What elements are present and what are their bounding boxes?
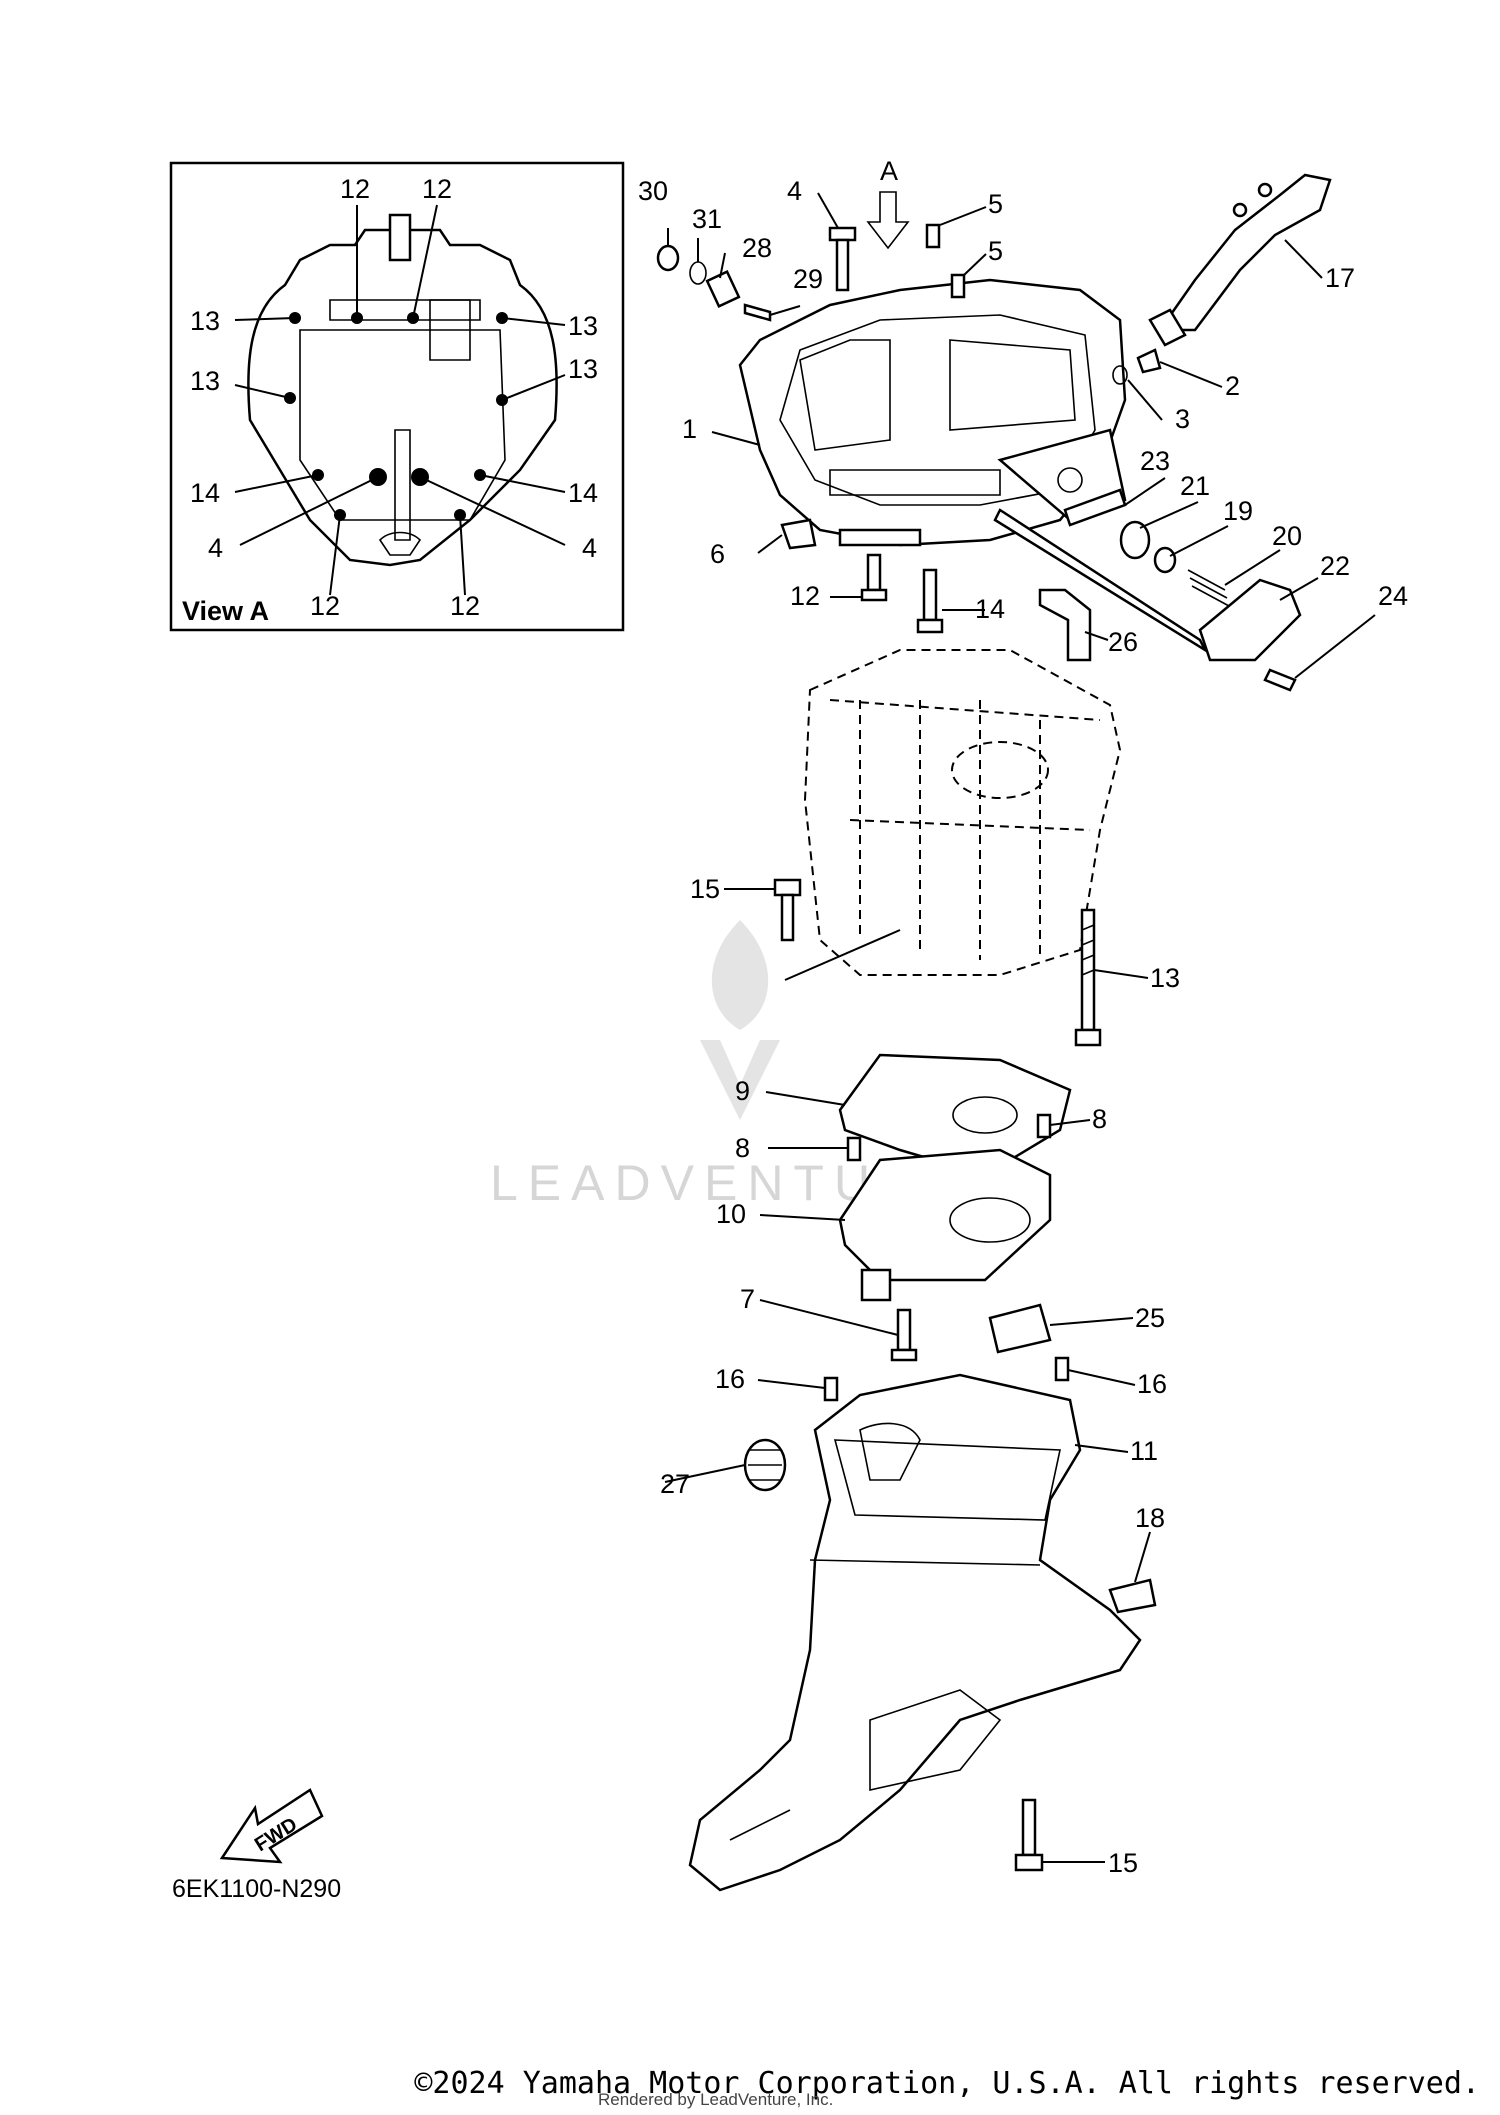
gasket bbox=[838, 1053, 1072, 1177]
rendered-by-credit: Rendered by LeadVenture, Inc. bbox=[598, 2090, 834, 2109]
lower-casing bbox=[688, 1373, 1142, 1892]
callout-1: 1 bbox=[682, 414, 697, 444]
callout-21: 21 bbox=[1180, 471, 1210, 501]
view-arrow: A bbox=[866, 156, 910, 250]
mount-rubber bbox=[743, 1438, 787, 1492]
leader-lines bbox=[664, 192, 1376, 1863]
view-a-label-12-b: 12 bbox=[422, 174, 452, 204]
callout-8-b: 8 bbox=[735, 1133, 750, 1163]
callout-30: 30 bbox=[638, 176, 668, 206]
callout-9: 9 bbox=[735, 1076, 750, 1106]
hardware-parts bbox=[656, 223, 1162, 634]
view-a-label-12-c: 12 bbox=[310, 591, 340, 621]
callout-5-b: 5 bbox=[988, 236, 1003, 266]
callout-19: 19 bbox=[1223, 496, 1253, 526]
callout-12: 12 bbox=[790, 581, 820, 611]
fwd-arrow: FWD bbox=[219, 1788, 324, 1864]
view-a-label-13-b: 13 bbox=[568, 311, 598, 341]
hose bbox=[1038, 588, 1092, 662]
dowel-pins-16 bbox=[823, 1356, 1070, 1402]
callout-7: 7 bbox=[740, 1284, 755, 1314]
callout-27: 27 bbox=[660, 1469, 690, 1499]
view-a-label-4-b: 4 bbox=[582, 533, 597, 563]
seal bbox=[988, 1303, 1052, 1354]
view-a-inset: 12 12 13 13 13 13 14 14 4 4 12 12 View A bbox=[169, 161, 625, 632]
view-a-label-14-b: 14 bbox=[568, 478, 598, 508]
shift-linkage bbox=[993, 488, 1302, 692]
view-a-label-13-d: 13 bbox=[568, 354, 598, 384]
callout-15-a: 15 bbox=[690, 874, 720, 904]
view-a-label-13-c: 13 bbox=[190, 366, 220, 396]
callout-25: 25 bbox=[1135, 1303, 1165, 1333]
callout-24: 24 bbox=[1378, 581, 1408, 611]
callout-4: 4 bbox=[787, 176, 802, 206]
callout-6: 6 bbox=[710, 539, 725, 569]
callout-8-a: 8 bbox=[1092, 1104, 1107, 1134]
view-a-label-14-a: 14 bbox=[190, 478, 220, 508]
view-a-label-12-a: 12 bbox=[340, 174, 370, 204]
anode bbox=[1108, 1578, 1157, 1614]
view-a-label-4-a: 4 bbox=[208, 533, 223, 563]
callout-11: 11 bbox=[1130, 1436, 1158, 1466]
callout-13: 13 bbox=[1150, 963, 1180, 993]
view-a-title: View A bbox=[182, 596, 269, 626]
callout-labels: 30 31 28 4 29 5 5 17 2 3 1 23 21 19 20 2… bbox=[638, 176, 1408, 1878]
diagram-code: 6EK1100-N290 bbox=[172, 1875, 341, 1903]
callout-3: 3 bbox=[1175, 404, 1190, 434]
callout-5-a: 5 bbox=[988, 189, 1003, 219]
long-bolts bbox=[773, 878, 1102, 1047]
callout-29: 29 bbox=[793, 264, 823, 294]
callout-28: 28 bbox=[742, 233, 772, 263]
lower-plate bbox=[838, 1148, 1052, 1302]
water-pipe bbox=[1148, 173, 1332, 347]
copyright-footer: ©2024 Yamaha Motor Corporation, U.S.A. A… bbox=[414, 2066, 1480, 2101]
callout-31: 31 bbox=[692, 204, 722, 234]
bolt-7 bbox=[890, 1308, 918, 1362]
callout-20: 20 bbox=[1272, 521, 1302, 551]
exhaust-guide bbox=[784, 649, 1122, 981]
callout-17: 17 bbox=[1325, 263, 1355, 293]
callout-2: 2 bbox=[1225, 371, 1240, 401]
view-arrow-label: A bbox=[880, 156, 898, 186]
view-a-label-12-d: 12 bbox=[450, 591, 480, 621]
callout-14: 14 bbox=[975, 594, 1005, 624]
callout-10: 10 bbox=[716, 1199, 746, 1229]
callout-23: 23 bbox=[1140, 446, 1170, 476]
upper-casing bbox=[738, 278, 1127, 547]
callout-16-b: 16 bbox=[1137, 1369, 1167, 1399]
callout-15-b: 15 bbox=[1108, 1848, 1138, 1878]
callout-22: 22 bbox=[1320, 551, 1350, 581]
callout-18: 18 bbox=[1135, 1503, 1165, 1533]
callout-26: 26 bbox=[1108, 627, 1138, 657]
callout-16-a: 16 bbox=[715, 1364, 745, 1394]
bolt-15-lower bbox=[1014, 1798, 1044, 1872]
view-a-label-13-a: 13 bbox=[190, 306, 220, 336]
